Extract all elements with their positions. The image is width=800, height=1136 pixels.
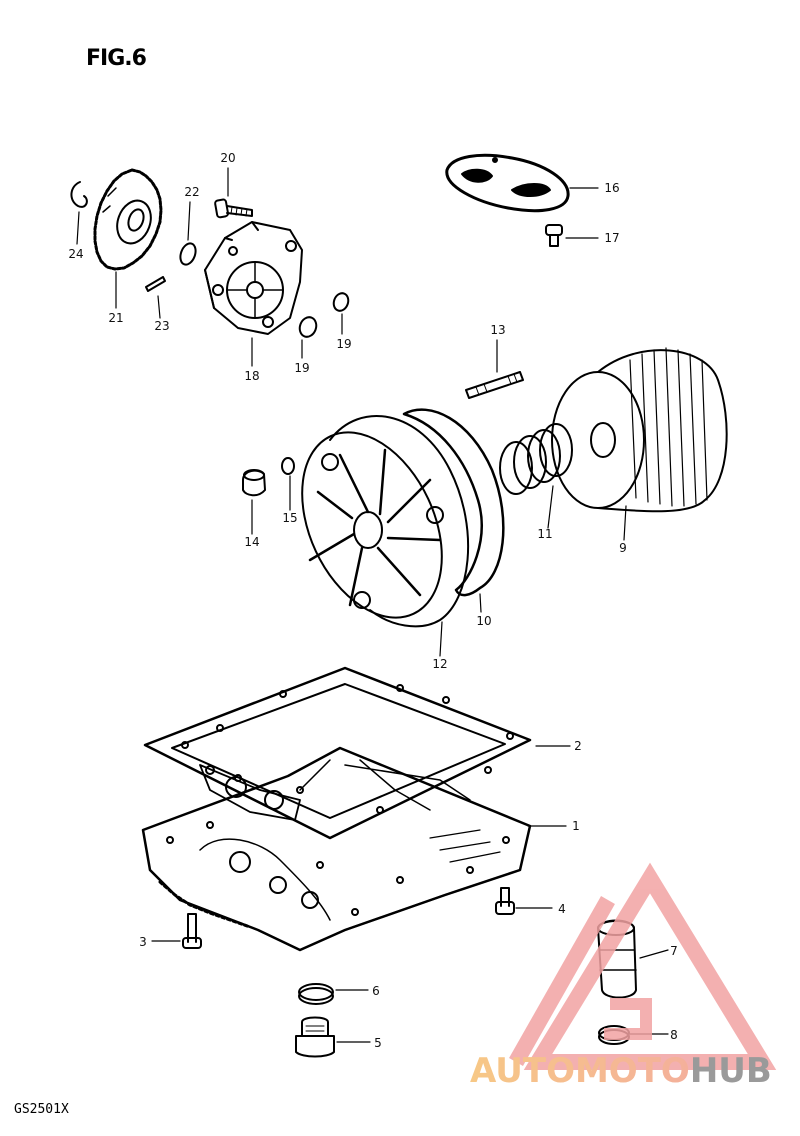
cover-stud-part <box>465 371 524 399</box>
leader-lines <box>76 167 669 1043</box>
drain-plug-gasket-part <box>298 983 334 1005</box>
callout-21: 21 <box>108 311 123 325</box>
watermark-brand-a: AUTOMOTO <box>470 1051 690 1091</box>
pump-bolt-part <box>214 198 253 219</box>
screen-screw-part <box>545 224 563 247</box>
filter-cover-part <box>301 415 470 628</box>
callout-14: 14 <box>244 535 259 549</box>
callout-15: 15 <box>282 511 297 525</box>
callout-22: 22 <box>184 185 199 199</box>
drain-plug-part <box>295 1016 335 1058</box>
callout-10: 10 <box>476 614 491 628</box>
cover-o-ring-part <box>402 408 505 597</box>
pump-o-ring-2 <box>332 292 350 312</box>
oil-pan-bolt-short-part <box>495 887 515 915</box>
callout-1: 1 <box>572 819 580 833</box>
oil-pump-part <box>204 221 303 335</box>
watermark-brand-b: HUB <box>690 1051 772 1091</box>
callout-7: 7 <box>670 944 678 958</box>
callout-23: 23 <box>154 319 169 333</box>
oil-pan-bolt-part <box>182 913 202 949</box>
callout-4: 4 <box>558 902 566 916</box>
callout-24: 24 <box>68 247 83 261</box>
pump-gear-part <box>93 168 163 271</box>
oil-filter-part <box>551 347 728 513</box>
filter-spring-part <box>499 423 573 495</box>
callout-13: 13 <box>490 323 505 337</box>
gear-pin-part <box>145 276 166 292</box>
watermark-text: AUTOMOTOHUB <box>470 1051 772 1091</box>
cap-nut-part <box>242 469 266 497</box>
washer-part <box>281 457 295 475</box>
callout-2: 2 <box>574 739 582 753</box>
callout-8: 8 <box>670 1028 678 1042</box>
callout-12: 12 <box>432 657 447 671</box>
oil-pan-part <box>141 746 532 952</box>
callout-16: 16 <box>604 181 619 195</box>
pump-o-ring-1 <box>298 316 318 338</box>
watermark-logo <box>509 862 777 1070</box>
oil-pan-gasket-part <box>143 666 532 840</box>
circlip-part <box>70 181 88 208</box>
callout-labels: 1234567891011121314151617181919202122232… <box>68 151 677 1050</box>
drawing-code: GS2501X <box>14 1102 69 1117</box>
figure-title: FIG.6 <box>86 46 147 71</box>
callout-20: 20 <box>220 151 235 165</box>
callout-18: 18 <box>244 369 259 383</box>
callout-5: 5 <box>374 1036 382 1050</box>
strainer-screen-part <box>445 153 570 213</box>
callout-19: 19 <box>294 361 309 375</box>
callout-17: 17 <box>604 231 619 245</box>
callout-9: 9 <box>619 541 627 555</box>
callout-11: 11 <box>537 527 552 541</box>
callout-3: 3 <box>139 935 147 949</box>
callout-19: 19 <box>336 337 351 351</box>
callout-6: 6 <box>372 984 380 998</box>
gear-washer-part <box>179 242 197 266</box>
